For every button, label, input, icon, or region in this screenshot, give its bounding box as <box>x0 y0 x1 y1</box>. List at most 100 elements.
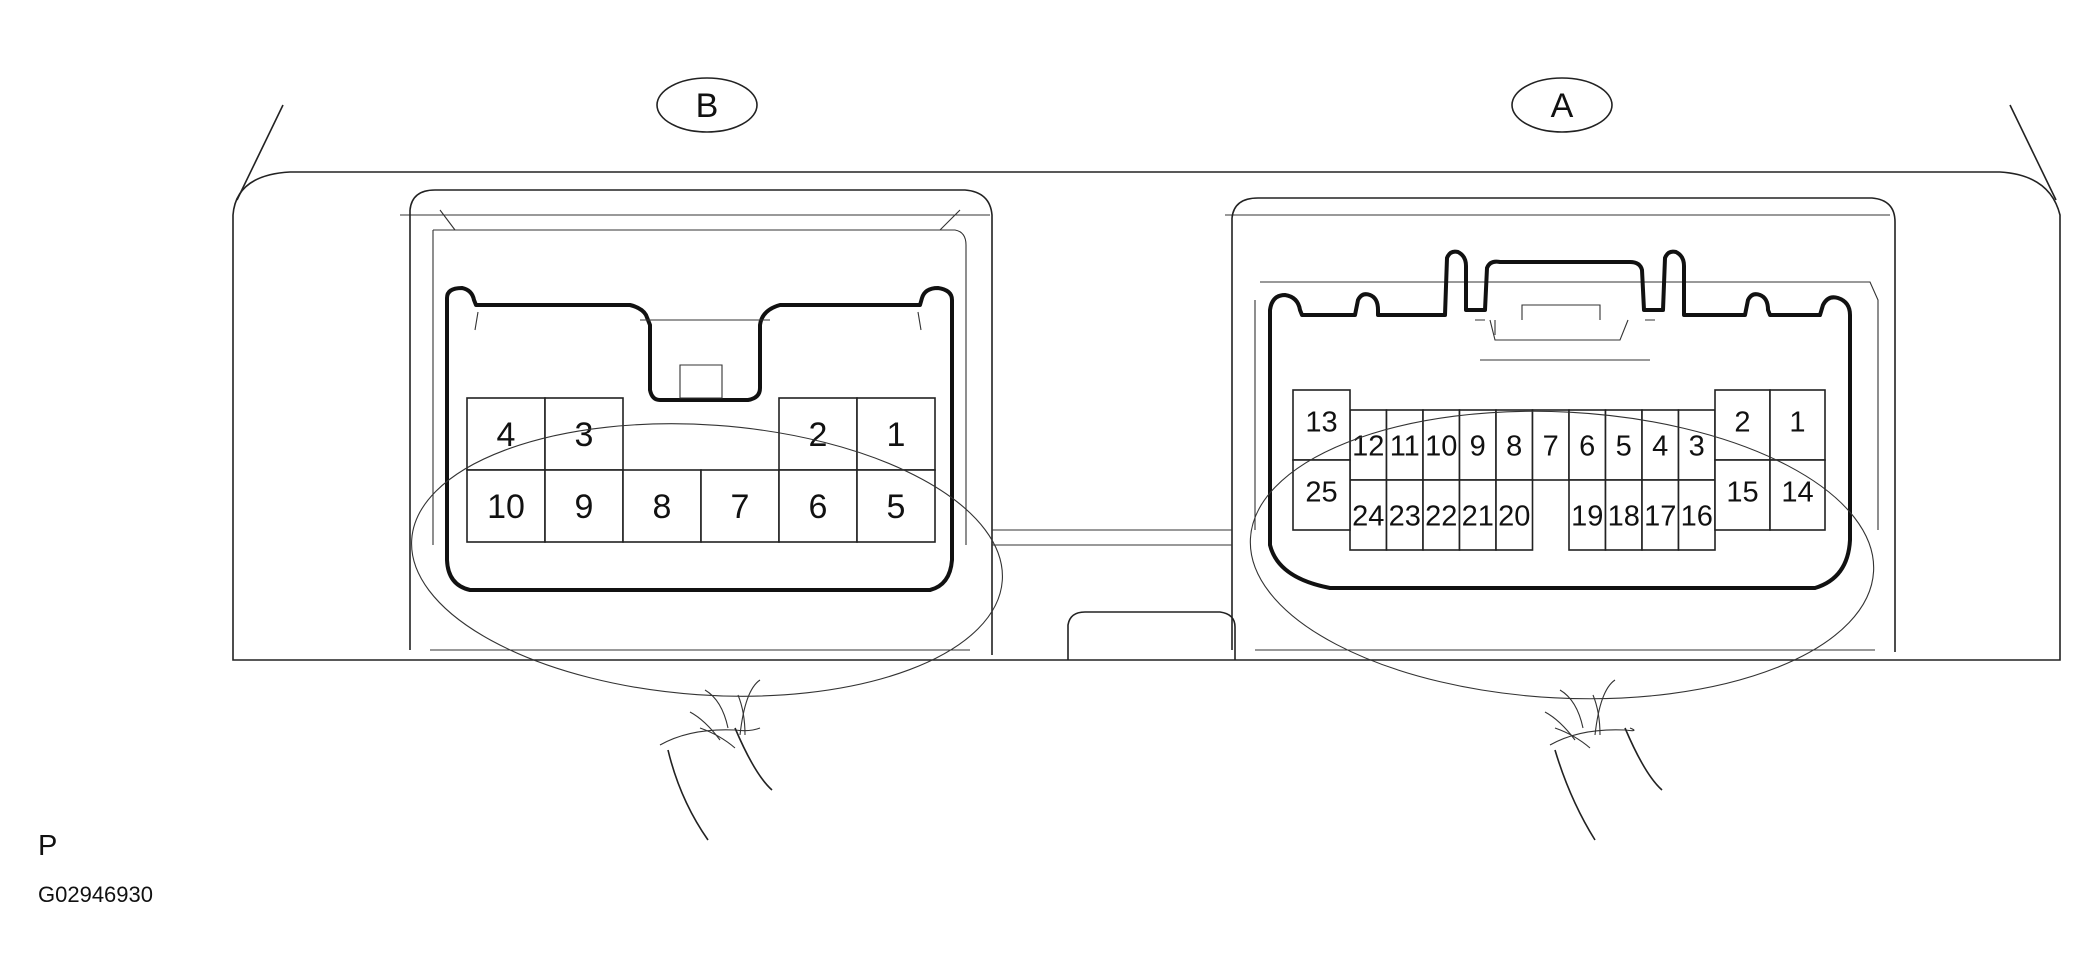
pin-a-19-number: 19 <box>1571 500 1603 532</box>
pin-a-18: 18 <box>1604 479 1643 551</box>
pin-a-3-number: 3 <box>1689 430 1705 462</box>
pin-b-5: 5 <box>856 469 936 543</box>
pin-b-10-number: 10 <box>487 488 525 526</box>
pin-a-15: 15 <box>1714 459 1771 531</box>
pin-a-1: 1 <box>1769 389 1826 461</box>
pin-a-6-cell <box>1568 409 1607 481</box>
pin-a-19: 19 <box>1568 479 1607 551</box>
pin-b-9-number: 9 <box>575 488 594 526</box>
ecu-housing <box>232 104 2061 661</box>
pin-a-7-number: 7 <box>1543 430 1559 462</box>
pin-b-8: 8 <box>622 469 702 543</box>
pin-b-9-cell <box>544 469 624 543</box>
pin-a-21: 21 <box>1458 479 1497 551</box>
pin-a-11-cell <box>1385 409 1424 481</box>
pin-a-11: 11 <box>1385 409 1424 481</box>
pin-a-14-number: 14 <box>1781 476 1813 508</box>
pin-a-22-cell <box>1422 479 1461 551</box>
pin-a-4: 4 <box>1641 409 1680 481</box>
pin-a-4-number: 4 <box>1652 430 1668 462</box>
pin-a-12: 12 <box>1349 409 1388 481</box>
pin-b-5-cell <box>856 469 936 543</box>
pin-b-7-cell <box>700 469 780 543</box>
pin-a-23-number: 23 <box>1389 500 1421 532</box>
pin-b-4-number: 4 <box>497 416 516 454</box>
pin-a-8-number: 8 <box>1506 430 1522 462</box>
pin-a-7-cell <box>1531 409 1570 481</box>
pin-a-22: 22 <box>1422 479 1461 551</box>
pin-a-12-number: 12 <box>1352 430 1384 462</box>
pin-a-21-cell <box>1458 479 1497 551</box>
pin-a-9-cell <box>1458 409 1497 481</box>
pin-b-4: 4 <box>466 397 546 471</box>
wire-harness-a <box>1249 410 1875 841</box>
pin-a-18-number: 18 <box>1608 500 1640 532</box>
pin-a-2: 2 <box>1714 389 1771 461</box>
pin-a-9: 9 <box>1458 409 1497 481</box>
pin-a-14: 14 <box>1769 459 1826 531</box>
pin-a-13-number: 13 <box>1305 406 1337 438</box>
pin-b-10-cell <box>466 469 546 543</box>
pin-a-3-cell <box>1677 409 1716 481</box>
pin-b-6-cell <box>778 469 858 543</box>
pin-b-9: 9 <box>544 469 624 543</box>
pin-a-1-number: 1 <box>1789 406 1805 438</box>
pin-a-15-number: 15 <box>1726 476 1758 508</box>
pin-a-23: 23 <box>1385 479 1424 551</box>
pin-a-16-number: 16 <box>1681 500 1713 532</box>
pin-a-23-cell <box>1385 479 1424 551</box>
pin-a-20-cell <box>1495 479 1534 551</box>
pin-a-5-cell <box>1604 409 1643 481</box>
pin-b-2-number: 2 <box>809 416 828 454</box>
figure-code: G02946930 <box>38 882 153 907</box>
pin-a-3: 3 <box>1677 409 1716 481</box>
pin-b-3: 3 <box>544 397 624 471</box>
pin-b-1-number: 1 <box>887 416 906 454</box>
pin-a-2-number: 2 <box>1734 406 1750 438</box>
pin-a-21-number: 21 <box>1462 500 1494 532</box>
pin-a-20: 20 <box>1495 479 1534 551</box>
pin-a-25: 25 <box>1292 459 1351 531</box>
pin-a-2-cell <box>1714 389 1771 461</box>
connector-b-pins: 4 3 2 1 10 9 8 7 6 5 <box>466 397 936 543</box>
pin-a-20-number: 20 <box>1498 500 1530 532</box>
pin-a-11-number: 11 <box>1390 430 1420 462</box>
label-a-text: A <box>1551 87 1574 125</box>
pin-a-25-cell <box>1292 459 1351 531</box>
pin-a-7: 7 <box>1531 409 1570 481</box>
pin-a-8: 8 <box>1495 409 1534 481</box>
pin-a-10: 10 <box>1422 409 1461 481</box>
pin-a-22-number: 22 <box>1425 500 1457 532</box>
pin-a-6: 6 <box>1568 409 1607 481</box>
pin-a-6-number: 6 <box>1579 430 1595 462</box>
pin-b-7-number: 7 <box>731 488 750 526</box>
pin-a-14-cell <box>1769 459 1826 531</box>
pin-a-16: 16 <box>1677 479 1716 551</box>
pin-b-6-number: 6 <box>809 488 828 526</box>
pin-b-1: 1 <box>856 397 936 471</box>
pin-a-10-number: 10 <box>1425 430 1457 462</box>
pin-a-4-cell <box>1641 409 1680 481</box>
pin-a-13: 13 <box>1292 389 1351 461</box>
connector-a-body <box>1254 249 1879 590</box>
wire-harness-b <box>411 423 1003 841</box>
page-letter: P <box>38 830 58 862</box>
pin-a-9-number: 9 <box>1470 430 1486 462</box>
pin-a-5: 5 <box>1604 409 1643 481</box>
pin-b-3-number: 3 <box>575 416 594 454</box>
pin-b-7: 7 <box>700 469 780 543</box>
pin-a-24: 24 <box>1349 479 1388 551</box>
pin-b-8-number: 8 <box>653 488 672 526</box>
label-b-callout: B <box>656 77 758 133</box>
pin-b-10: 10 <box>466 469 546 543</box>
pin-b-5-number: 5 <box>887 488 906 526</box>
pin-a-25-number: 25 <box>1305 476 1337 508</box>
pin-b-2: 2 <box>778 397 858 471</box>
pin-b-8-cell <box>622 469 702 543</box>
pin-a-17-number: 17 <box>1644 500 1676 532</box>
label-b-text: B <box>696 87 719 125</box>
pin-a-24-number: 24 <box>1352 500 1384 532</box>
connector-b-body <box>432 209 967 592</box>
